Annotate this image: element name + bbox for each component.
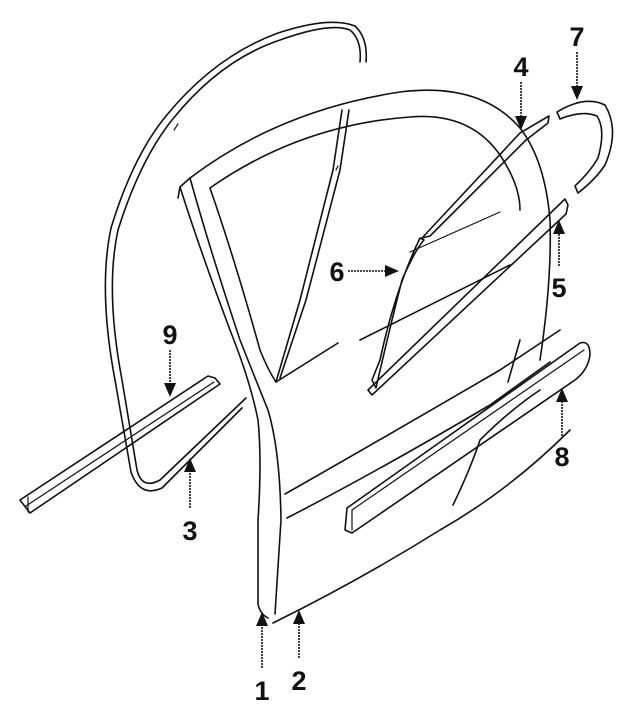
callout-label-2: 2	[291, 666, 306, 696]
callout-1: 1	[254, 612, 270, 706]
callout-label-5: 5	[551, 273, 566, 303]
door-shell-part-1-2	[177, 89, 571, 624]
molding-part-6	[371, 237, 425, 389]
callout-8: 8	[554, 388, 570, 472]
molding-part-9	[19, 375, 221, 514]
molding-part-8	[344, 341, 591, 534]
molding-part-7	[556, 100, 614, 194]
callout-2: 2	[291, 610, 307, 696]
callout-7: 7	[569, 22, 585, 100]
callout-label-7: 7	[569, 22, 584, 52]
callout-label-3: 3	[182, 516, 197, 546]
callout-3: 3	[182, 458, 198, 546]
callout-label-4: 4	[513, 52, 528, 82]
molding-part-5	[367, 198, 569, 396]
callout-6: 6	[329, 257, 399, 287]
callout-label-6: 6	[329, 257, 344, 287]
callout-4: 4	[513, 52, 529, 130]
molding-part-4	[421, 115, 550, 239]
callout-label-9: 9	[162, 320, 177, 350]
weatherstrip-part-3	[104, 21, 368, 492]
callout-label-8: 8	[554, 442, 569, 472]
callout-5: 5	[551, 220, 567, 303]
callout-9: 9	[162, 320, 178, 397]
callout-label-1: 1	[254, 676, 269, 706]
